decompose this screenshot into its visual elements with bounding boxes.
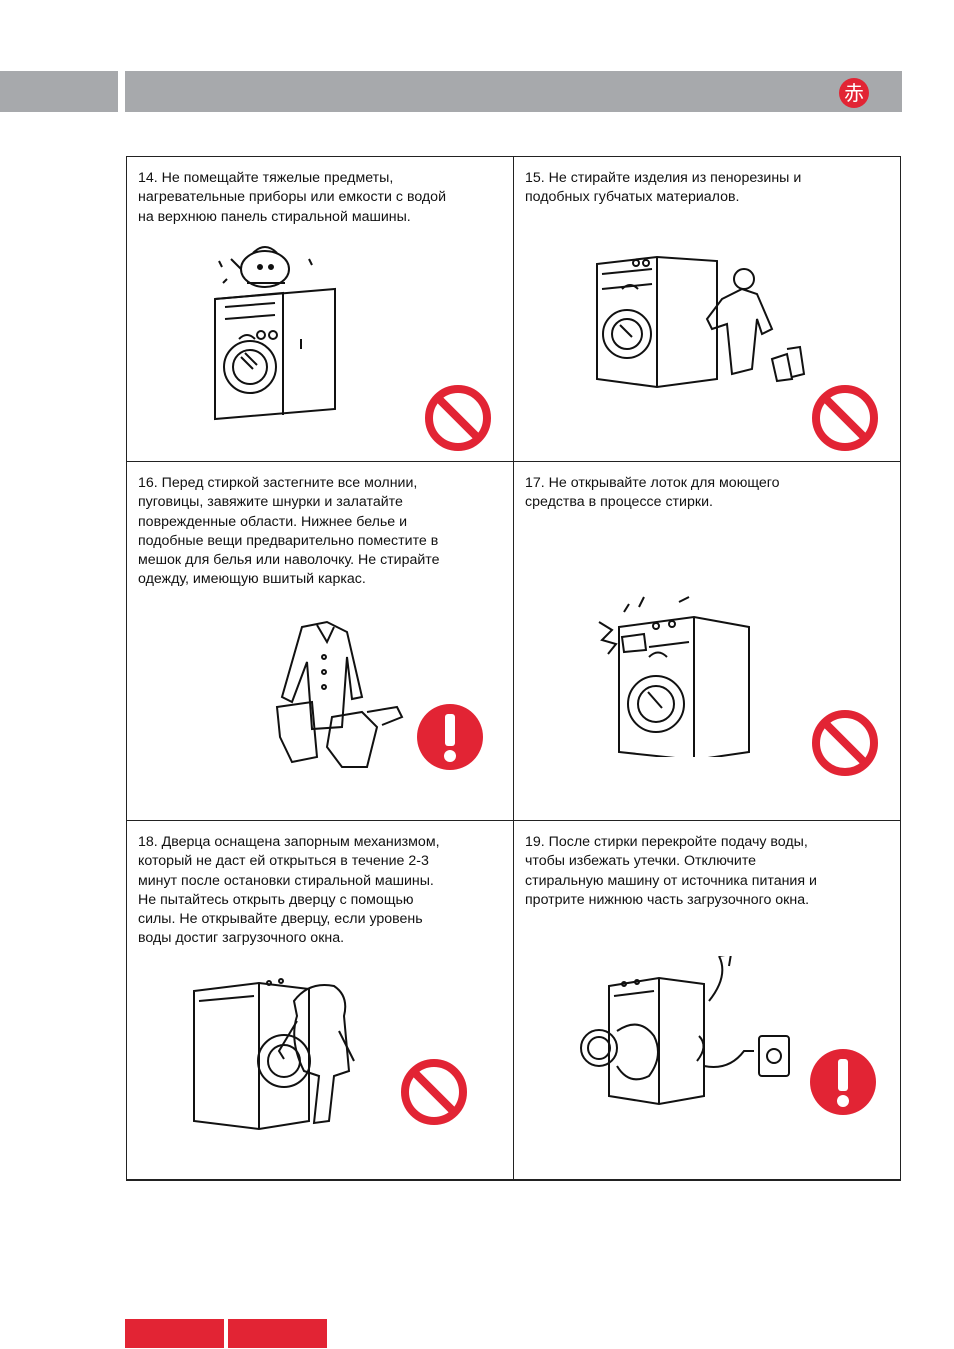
instruction-text: 14. Не помещайте тяжелые предметы, нагре… [138,170,446,225]
header-bar-left [0,71,118,112]
instruction-text: 15. Не стирайте изделия из пенорезины и … [525,170,802,206]
instruction-text: 17. Не открывайте лоток для моющего сред… [525,475,780,511]
instruction-cell-15: 15. Не стирайте изделия из пенорезины и … [514,157,902,461]
header-bar [125,71,902,112]
instruction-cell-14: 14. Не помещайте тяжелые предметы, нагре… [127,157,513,461]
instruction-cell-16: 16. Перед стиркой застегните все молнии,… [127,462,513,820]
instruction-text: 16. Перед стиркой застегните все молнии,… [138,475,440,588]
footer-bar-left [125,1319,224,1348]
instruction-cell-18: 18. Дверца оснащена запорным механизмом,… [127,821,513,1180]
prohibited-sign-icon [812,710,878,776]
brand-logo-icon: 赤 [839,78,869,108]
washing-machine-foam-clothes-illustration [596,255,806,389]
instruction-text: 19. После стирки перекройте подачу воды,… [525,834,817,908]
footer-bar-right [228,1319,327,1348]
washing-machine-kettle-illustration [214,246,336,421]
person-opening-door-illustration [193,978,355,1131]
instruction-cell-17: 17. Не открывайте лоток для моющего сред… [514,462,902,820]
prohibited-sign-icon [401,1059,467,1125]
warning-sign-icon [417,704,483,770]
svg-text:赤: 赤 [844,81,864,105]
safety-instructions-table: 14. Не помещайте тяжелые предметы, нагре… [126,156,901,1181]
prohibited-sign-icon [425,385,491,451]
row-divider [127,820,900,821]
instruction-cell-19: 19. После стирки перекройте подачу воды,… [514,821,902,1180]
warning-sign-icon [810,1049,876,1115]
washing-machine-detergent-tray-illustration [598,596,750,757]
row-divider [127,461,900,462]
column-divider [513,157,514,1179]
prohibited-sign-icon [812,385,878,451]
instruction-text: 18. Дверца оснащена запорным механизмом,… [138,834,440,947]
washing-machine-unplugged-illustration [580,956,790,1106]
clothes-illustration [275,620,404,768]
